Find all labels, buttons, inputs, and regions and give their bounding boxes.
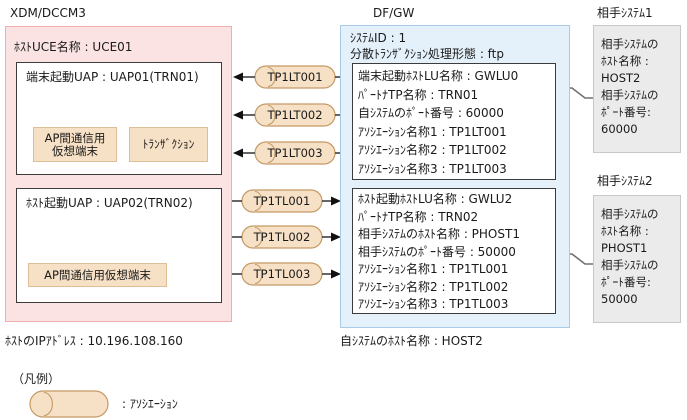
ap-virtual-terminal-1-line2: 仮想端末	[52, 143, 98, 158]
title-partner-system-2: 相手ｼｽﾃﾑ2	[597, 174, 653, 188]
partner1-line: 60000	[601, 122, 638, 136]
transaction-box: ﾄﾗﾝｻﾞｸｼｮﾝ	[129, 127, 208, 162]
lu1-line: ｱｿｼｴｰｼｮﾝ名称3 : TP1LT003	[358, 161, 507, 176]
partner2-line: ﾎﾟｰﾄ番号:	[601, 275, 651, 289]
arrow-right-icon	[232, 196, 341, 206]
lu1-line: ﾊﾟｰﾄﾅTP名称 : TRN01	[358, 87, 479, 102]
lu2-line: ﾊﾟｰﾄﾅTP名称 : TRN02	[358, 209, 479, 224]
uap02-title: ﾎｽﾄ起動UAP : UAP02(TRN02)	[26, 196, 193, 210]
host-ip-address-label: ﾎｽﾄのIPｱﾄﾞﾚｽ : 10.196.108.160	[5, 334, 183, 348]
legend-association-label: : ｱｿｼｴｰｼｮﾝ	[122, 397, 178, 411]
transaction-label: ﾄﾗﾝｻﾞｸｼｮﾝ	[142, 137, 195, 151]
partner1-line: 相手ｼｽﾃﾑの	[601, 88, 659, 102]
partner2-line: ﾎｽﾄ名称 :	[601, 224, 649, 238]
association-label-lt3: TP1LT003	[267, 146, 323, 160]
lu2-line: ｱｿｼｴｰｼｮﾝ名称3 : TP1TL003	[358, 297, 509, 311]
uap01-title: 端末起動UAP : UAP01(TRN01)	[26, 70, 199, 84]
partner2-line: 50000	[601, 292, 638, 306]
partner-system-2-box	[593, 195, 681, 323]
system-id-label: ｼｽﾃﾑID : 1	[350, 31, 407, 45]
partner2-line: 相手ｼｽﾃﾑの	[601, 258, 659, 272]
lu2-line: ｱｿｼｴｰｼｮﾝ名称1 : TP1TL001	[358, 262, 509, 276]
partner-system-1-box	[593, 25, 681, 153]
partner-system-2-lines: 相手ｼｽﾃﾑの ﾎｽﾄ名称 : PHOST1 相手ｼｽﾃﾑの ﾎﾟｰﾄ番号: 5…	[601, 206, 659, 308]
association-label-lt2: TP1LT002	[267, 108, 323, 122]
legend-association-cylinder	[29, 390, 109, 418]
lu1-config-box	[352, 63, 556, 180]
ap-virtual-terminal-box-2: AP間通信用仮想端末	[28, 263, 167, 287]
own-host-name-label: 自ｼｽﾃﾑのﾎｽﾄ名称 : HOST2	[340, 334, 483, 348]
lu1-line: ｱｿｼｴｰｼｮﾝ名称1 : TP1LT001	[358, 124, 507, 139]
lu2-line: ｱｿｼｴｰｼｮﾝ名称2 : TP1TL002	[358, 279, 509, 294]
lu2-config-lines: ﾎｽﾄ起動ﾎｽﾄLU名称 : GWLU2 ﾊﾟｰﾄﾅTP名称 : TRN02 相…	[358, 191, 520, 314]
partner1-line: HOST2	[601, 71, 641, 85]
title-df-gw: DF/GW	[373, 6, 415, 20]
partner1-line: ﾎﾟｰﾄ番号:	[601, 105, 651, 119]
lu2-line: 相手ｼｽﾃﾑのﾎﾟｰﾄ番号 : 50000	[358, 244, 516, 259]
title-partner-system-1: 相手ｼｽﾃﾑ1	[597, 6, 653, 20]
partner1-line: ﾎｽﾄ名称 :	[601, 54, 649, 68]
partner2-line: 相手ｼｽﾃﾑの	[601, 207, 659, 221]
lu1-line: 端末起動ﾎｽﾄLU名称 : GWLU0	[358, 69, 519, 83]
arrow-right-icon	[232, 269, 341, 279]
title-xdm-dccm3: XDM/DCCM3	[10, 6, 86, 20]
lu2-line: 相手ｼｽﾃﾑのﾎｽﾄ名称 : PHOST1	[358, 227, 520, 241]
ap-virtual-terminal-box-1: AP間通信用 仮想端末	[33, 127, 117, 162]
association-label-tl1: TP1TL001	[253, 194, 311, 208]
lu1-config-lines: 端末起動ﾎｽﾄLU名称 : GWLU0 ﾊﾟｰﾄﾅTP名称 : TRN01 自ｼ…	[358, 67, 518, 179]
association-label-lt1: TP1LT001	[267, 70, 323, 84]
ap-virtual-terminal-1-line1: AP間通信用	[44, 130, 106, 145]
arrow-right-icon	[232, 232, 341, 242]
processing-mode-label: 分散ﾄﾗﾝｻﾞｸｼｮﾝ処理形態 : ftp	[350, 47, 505, 61]
legend-title: （凡例）	[12, 372, 61, 386]
lu1-line: ｱｿｼｴｰｼｮﾝ名称2 : TP1LT002	[358, 143, 507, 158]
partner2-line: PHOST1	[601, 241, 648, 255]
association-label-tl2: TP1TL002	[253, 230, 311, 244]
partner1-line: 相手ｼｽﾃﾑの	[601, 37, 659, 51]
ap-virtual-terminal-2-label: AP間通信用仮想端末	[44, 267, 151, 282]
partner-system-1-lines: 相手ｼｽﾃﾑの ﾎｽﾄ名称 : HOST2 相手ｼｽﾃﾑの ﾎﾟｰﾄ番号: 60…	[601, 36, 659, 138]
association-label-tl3: TP1TL003	[253, 267, 311, 281]
lu2-line: ﾎｽﾄ起動ﾎｽﾄLU名称 : GWLU2	[358, 192, 513, 206]
host-uce-name-label: ﾎｽﾄUCE名称 : UCE01	[14, 40, 133, 54]
lu1-line: 自ｼｽﾃﾑのﾎﾟｰﾄ番号 : 60000	[358, 106, 504, 121]
lu2-config-box	[352, 188, 556, 314]
